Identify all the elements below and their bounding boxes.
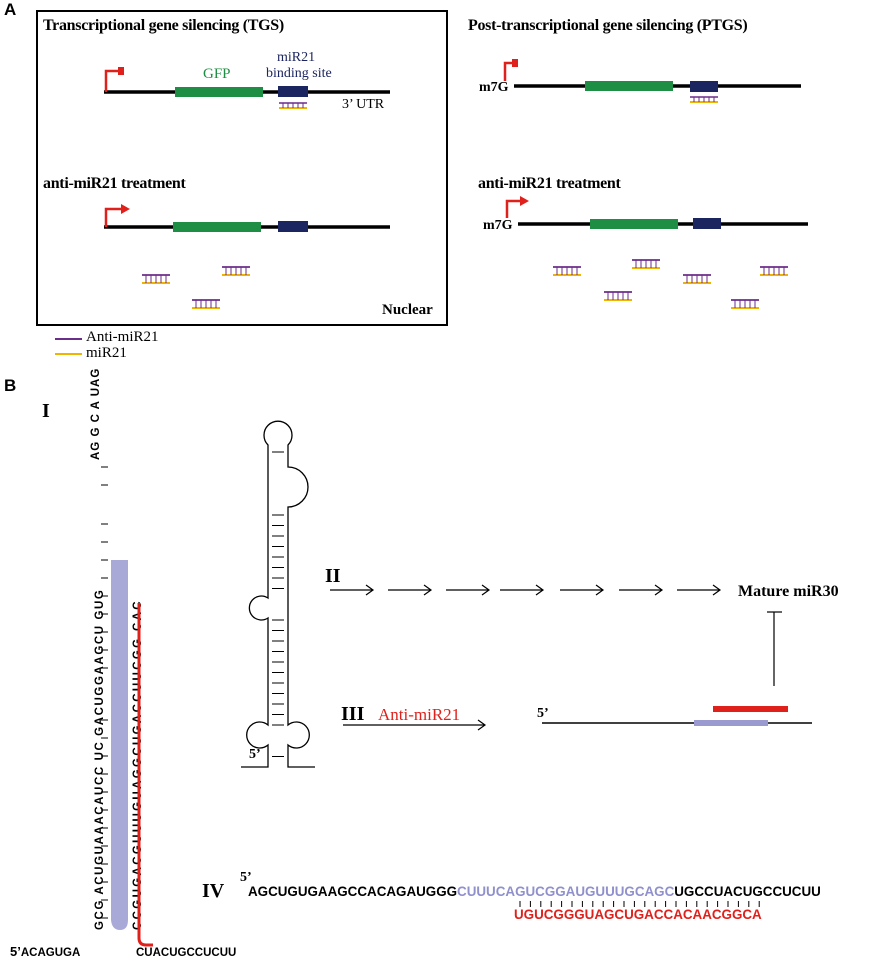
hairpin-5prime-seq: 5’ACAGUGA — [10, 944, 80, 959]
hairpin-ii-pair-ticks — [272, 451, 284, 757]
bound-duplex-icon — [279, 102, 307, 109]
anti-mir-arrow — [343, 719, 487, 731]
blocked-promoter-icon — [104, 69, 118, 92]
treatment-label-right: anti-miR21 treatment — [478, 175, 621, 192]
treatment-label-left: anti-miR21 treatment — [43, 175, 186, 192]
gfp-label: GFP — [203, 66, 231, 82]
iv-antimir-sequence: UGUCGGGUAGCUGACCACAACGGCA — [514, 907, 762, 922]
processing-arrows — [330, 584, 722, 596]
tgs-construct — [104, 67, 390, 109]
part-iii-label: III — [341, 703, 365, 725]
gfp-gene — [175, 87, 263, 97]
anti-mir-arrow-label: Anti-miR21 — [378, 705, 461, 724]
part-iv-label: IV — [202, 880, 225, 902]
mir-site-label-2: binding site — [266, 66, 332, 81]
ptgs-construct — [503, 59, 801, 103]
iii-five-prime: 5’ — [537, 706, 549, 721]
part-ii-label: II — [325, 565, 341, 587]
mir21-binding-site — [278, 86, 308, 97]
panel-a-letter: A — [4, 0, 17, 19]
mir-site-label-1: miR21 — [277, 50, 316, 65]
panel-b-letter: B — [4, 376, 17, 395]
inhibition-line — [767, 611, 782, 686]
blocked-cap-icon — [503, 61, 513, 81]
iv-five-prime: 5’ — [240, 870, 252, 885]
hairpin-ii-five-prime: 5’ — [249, 747, 261, 762]
ptgs-treated-construct — [505, 196, 808, 229]
hairpin-ii-schematic — [241, 420, 315, 768]
anti-mir-binding-line — [137, 603, 153, 947]
cap-label-1: m7G — [479, 80, 509, 95]
nuclear-label: Nuclear — [382, 302, 433, 318]
mature-region-highlight — [111, 560, 128, 930]
iv-target-sequence: AGCUGUGAAGCCACAGAUGGGCUUUCAGUCGGAUGUUUGC… — [248, 884, 821, 899]
ptgs-title: Post-transcriptional gene silencing (PTG… — [468, 17, 748, 34]
bound-duplex-icon-2 — [690, 96, 718, 103]
hairpin-i-pair-ticks — [101, 466, 108, 919]
legend-mir-label: miR21 — [86, 345, 127, 361]
iv-seq-site: CUUUCAGUCGGAUGUUUGCAGC — [457, 884, 675, 899]
iii-target-construct — [542, 706, 812, 726]
legend-anti-mir-label: Anti-miR21 — [86, 329, 159, 345]
hairpin-5prime-mark: 5’ — [10, 944, 21, 959]
tgs-title: Transcriptional gene silencing (TGS) — [43, 17, 284, 34]
nuclear-box — [36, 10, 448, 326]
iv-pair-ticks — [519, 901, 760, 907]
part-i-label: I — [42, 400, 50, 422]
mature-mir30-label: Mature miR30 — [738, 583, 839, 600]
hairpin-5prime-tail: ACAGUGA — [20, 947, 81, 959]
iv-seq-flank-5: AGCUGUGAAGCCACAGAUGGG — [248, 884, 458, 899]
cap-label-2: m7G — [483, 218, 513, 233]
utr-label: 3’ UTR — [342, 97, 385, 112]
hairpin-3prime-seq: CUACUGCCUCUU — [136, 947, 237, 959]
active-cap-icon — [505, 199, 523, 218]
iv-seq-flank-3: UGCCUACUGCCUCUU — [674, 884, 821, 899]
active-promoter-icon — [104, 207, 124, 227]
tgs-treated-construct — [104, 204, 390, 232]
